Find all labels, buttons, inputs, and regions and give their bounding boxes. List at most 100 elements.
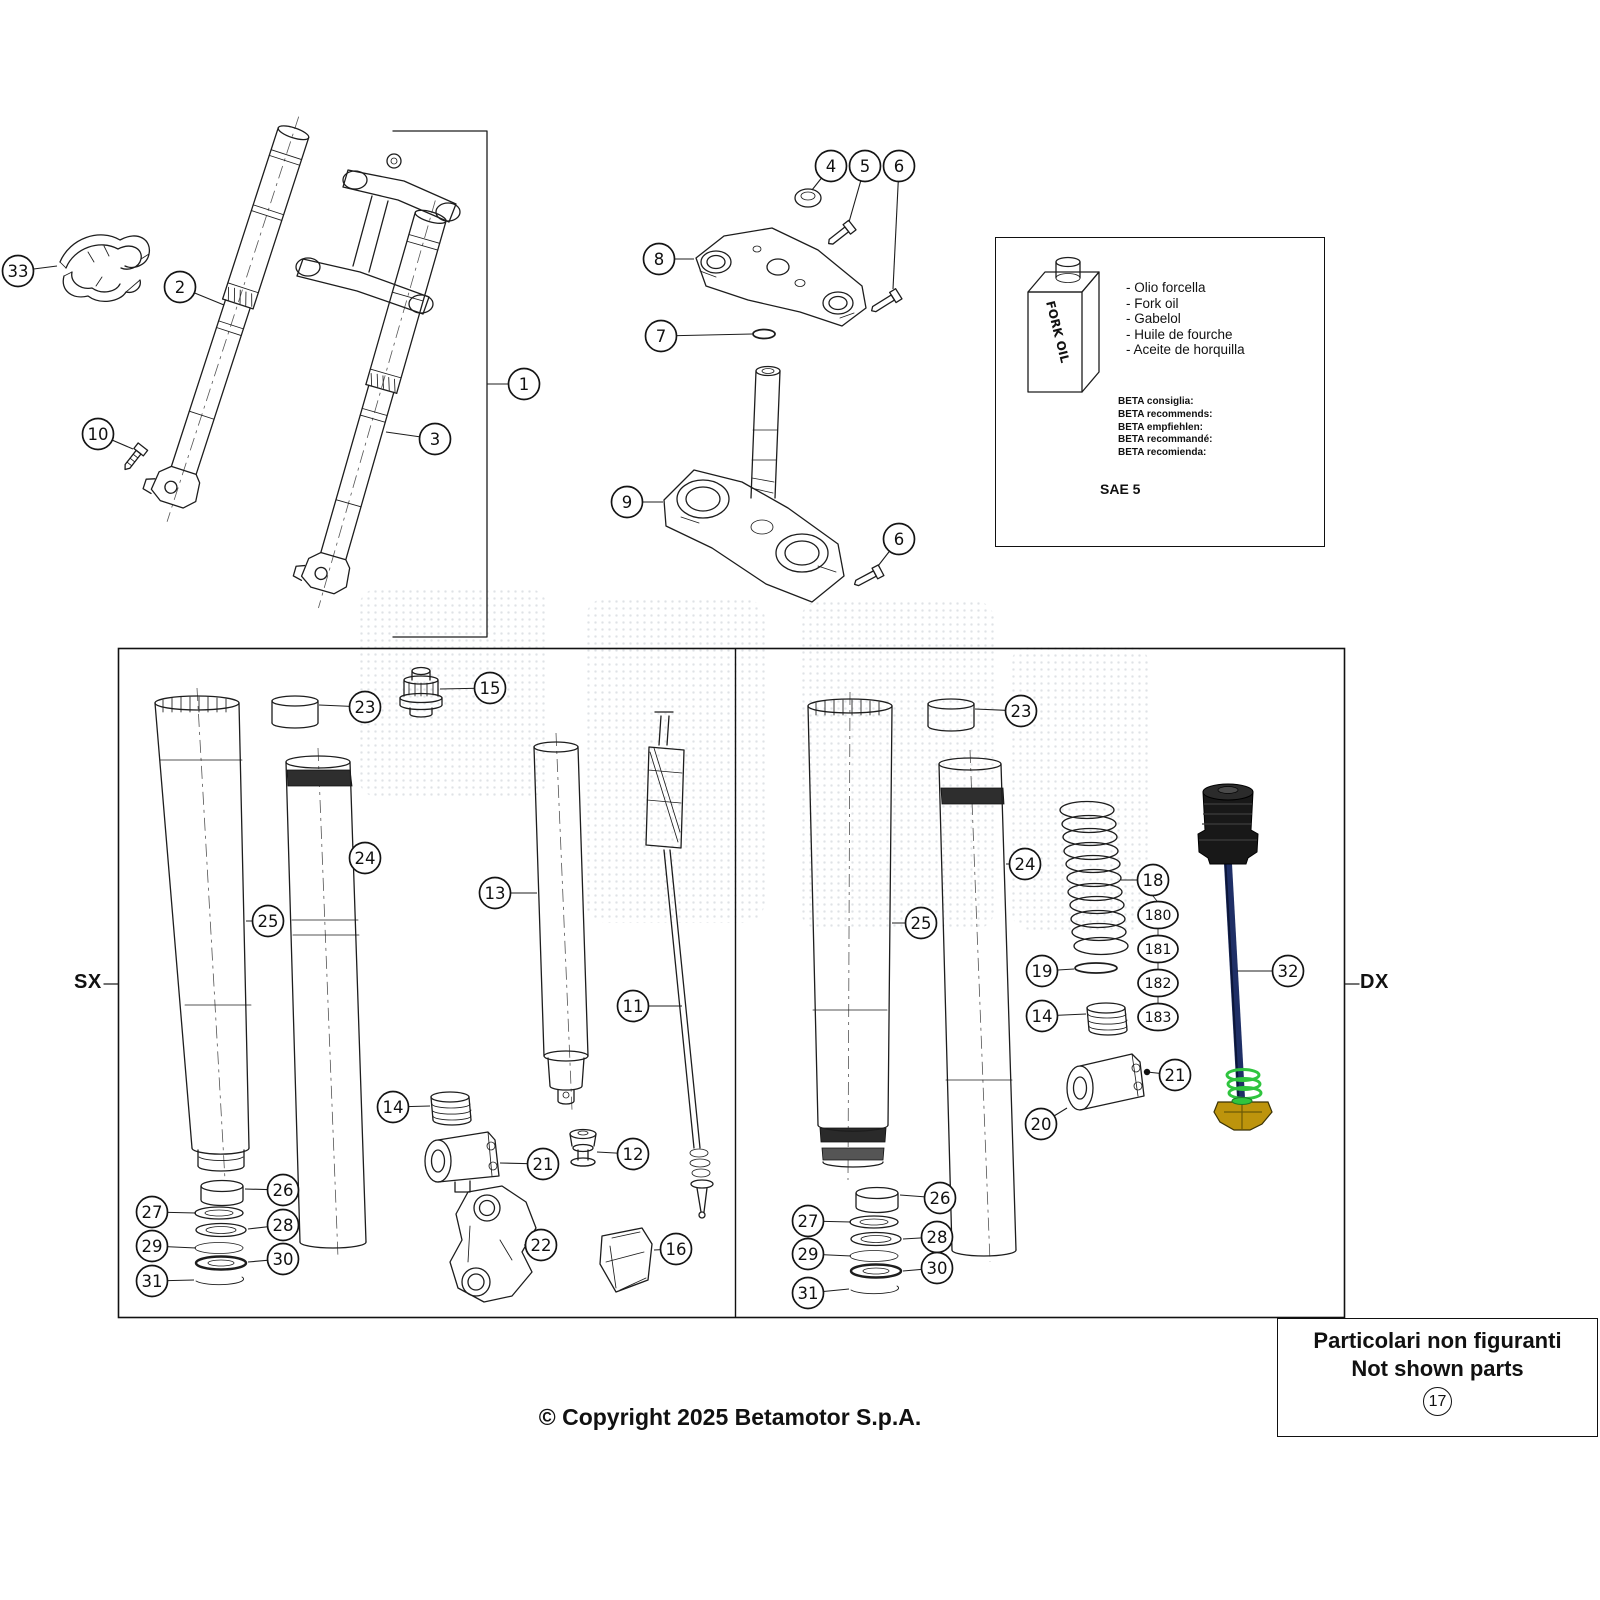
beta-recommendation: BETA consiglia: [1118, 396, 1194, 407]
svg-text:23: 23 [1011, 702, 1032, 721]
callout-25: 25 [892, 906, 938, 940]
callout-24: 24 [348, 841, 382, 875]
svg-text:21: 21 [533, 1155, 554, 1174]
threaded-bushing-right [1086, 1002, 1128, 1036]
pushrod-assembly [1197, 783, 1273, 1131]
svg-text:8: 8 [654, 250, 665, 269]
beta-recommendation: BETA recommends: [1118, 408, 1213, 420]
svg-text:24: 24 [355, 849, 376, 868]
callout-21: 21 [1143, 1058, 1192, 1092]
callout-26: 26 [244, 1173, 300, 1207]
beta-recommendation: BETA recomienda: [1118, 447, 1207, 459]
spring-seat-ring [1074, 962, 1118, 974]
svg-text:10: 10 [88, 425, 109, 444]
inner-tube-left [285, 747, 367, 1259]
svg-text:31: 31 [798, 1284, 819, 1303]
svg-text:14: 14 [383, 1098, 404, 1117]
oil-name: - Aceite de horquilla [1126, 342, 1245, 357]
threaded-bushing-left [430, 1091, 472, 1126]
callout-183: 183 [1137, 1002, 1179, 1032]
svg-text:3: 3 [430, 430, 441, 449]
svg-text:180: 180 [1145, 908, 1172, 924]
callout-29: 29 [135, 1229, 197, 1263]
callout-13: 13 [478, 876, 537, 910]
callout-31: 31 [791, 1276, 850, 1310]
svg-text:18: 18 [1143, 871, 1164, 890]
svg-text:22: 22 [531, 1236, 552, 1255]
oil-name: - Fork oil [1126, 295, 1179, 311]
bushing-right [927, 698, 975, 732]
callout-25: 25 [246, 904, 285, 938]
svg-text:27: 27 [798, 1212, 819, 1231]
fork-leg-right [292, 200, 447, 609]
parts-panel [103, 647, 1360, 1319]
right-side-label: DX [1360, 971, 1389, 993]
clamp-bolt [870, 288, 903, 313]
svg-text:26: 26 [273, 1181, 294, 1200]
svg-text:25: 25 [911, 914, 932, 933]
svg-text:33: 33 [8, 262, 29, 281]
callout-23: 23 [318, 690, 382, 724]
callout-3: 3 [385, 422, 452, 456]
callout-22: 22 [524, 1228, 558, 1262]
svg-text:14: 14 [1032, 1007, 1053, 1026]
svg-text:182: 182 [1145, 976, 1172, 992]
svg-text:29: 29 [798, 1245, 819, 1264]
rebound-valve [569, 1128, 597, 1167]
callout-32: 32 [1237, 954, 1305, 988]
svg-text:28: 28 [273, 1216, 294, 1235]
svg-text:31: 31 [142, 1272, 163, 1291]
callout-14: 14 [1025, 999, 1087, 1033]
o-ring [752, 328, 776, 340]
svg-text:13: 13 [485, 884, 506, 903]
watermark-dots [1010, 645, 1150, 930]
callout-27: 27 [135, 1195, 197, 1229]
callout-23: 23 [974, 694, 1038, 728]
steering-cap [794, 188, 822, 208]
callout-182: 182 [1137, 968, 1179, 998]
callout-2: 2 [163, 270, 225, 306]
callout-33: 33 [1, 254, 58, 288]
svg-text:12: 12 [623, 1145, 644, 1164]
callout-14: 14 [376, 1090, 431, 1124]
oil-name: - Gabelol [1126, 311, 1181, 326]
svg-text:30: 30 [273, 1250, 294, 1269]
callout-27: 27 [791, 1204, 852, 1238]
dx-fork-parts [807, 691, 1273, 1295]
callout-26: 26 [899, 1181, 957, 1215]
svg-text:27: 27 [142, 1203, 163, 1222]
callout-6: 6 [877, 522, 916, 567]
svg-text:2: 2 [175, 278, 186, 297]
callout-30: 30 [902, 1251, 954, 1285]
callout-180: 180 [1137, 900, 1179, 930]
watermark-dots [800, 600, 995, 930]
svg-text:25: 25 [258, 912, 279, 931]
axle-clamp-left [424, 1131, 500, 1193]
callout-17: 17 [1423, 1387, 1452, 1416]
strap-band [59, 234, 151, 302]
svg-text:30: 30 [927, 1259, 948, 1278]
svg-text:183: 183 [1145, 1010, 1172, 1026]
oil-name: - Huile de fourche [1126, 326, 1233, 342]
svg-text:23: 23 [355, 698, 376, 717]
callout-11: 11 [616, 989, 682, 1023]
callout-30: 30 [247, 1242, 300, 1276]
callout-10: 10 [81, 417, 134, 451]
not-shown-parts-box: Particolari non figuranti Not shown part… [1277, 1318, 1598, 1437]
callout-16: 16 [653, 1232, 693, 1266]
callout-181: 181 [1137, 934, 1179, 964]
callout-4: 4 [811, 149, 848, 191]
svg-text:29: 29 [142, 1237, 163, 1256]
svg-text:4: 4 [826, 157, 837, 176]
seal-stack-right [849, 1186, 903, 1295]
left-side-label: SX [74, 971, 102, 993]
callout-12: 12 [596, 1137, 650, 1171]
svg-text:28: 28 [927, 1228, 948, 1247]
beta-recommendation: BETA recommandé: [1118, 434, 1213, 446]
screw [124, 442, 149, 471]
steering-clamp-group [663, 188, 903, 603]
callout-28: 28 [247, 1208, 300, 1242]
svg-text:9: 9 [622, 493, 633, 512]
